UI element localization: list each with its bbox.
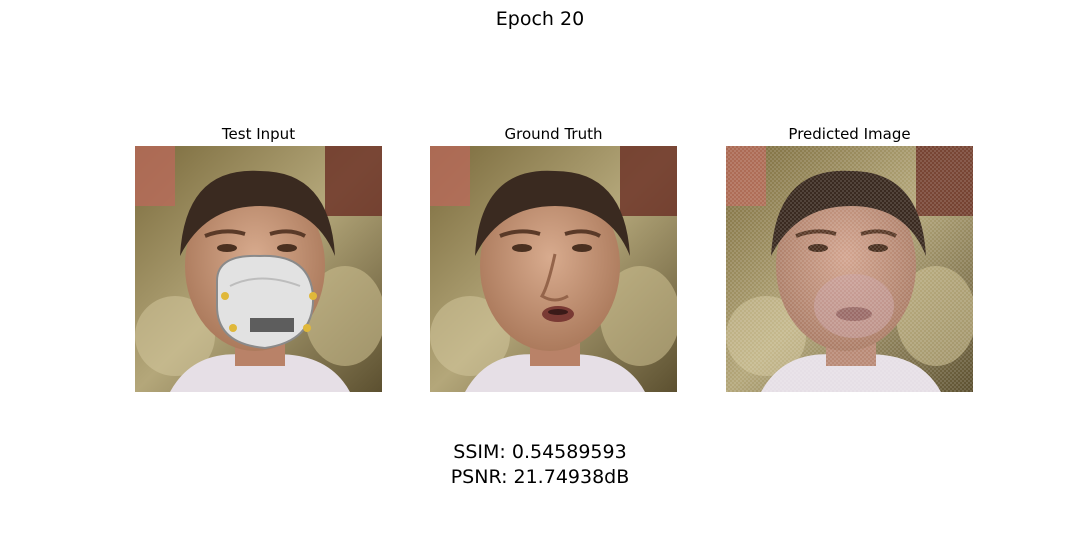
reconstructed-face-photo	[726, 146, 973, 392]
original-face-photo	[430, 146, 677, 392]
panel-title: Predicted Image	[788, 125, 911, 143]
panel-ground-truth: Ground Truth	[430, 124, 677, 392]
panel-test-input: Test Input	[135, 124, 382, 392]
psnr-value: PSNR: 21.74938dB	[450, 466, 630, 488]
figure-title: Epoch 20	[495, 8, 585, 30]
ssim-value: SSIM: 0.54589593	[453, 441, 627, 463]
masked-face-photo	[135, 146, 382, 392]
panel-title: Ground Truth	[504, 125, 603, 143]
metrics-block: SSIM: 0.54589593 PSNR: 21.74938dB	[0, 440, 1080, 490]
panel-title: Test Input	[221, 125, 296, 143]
panel-predicted-image: Predicted Image	[726, 124, 973, 392]
